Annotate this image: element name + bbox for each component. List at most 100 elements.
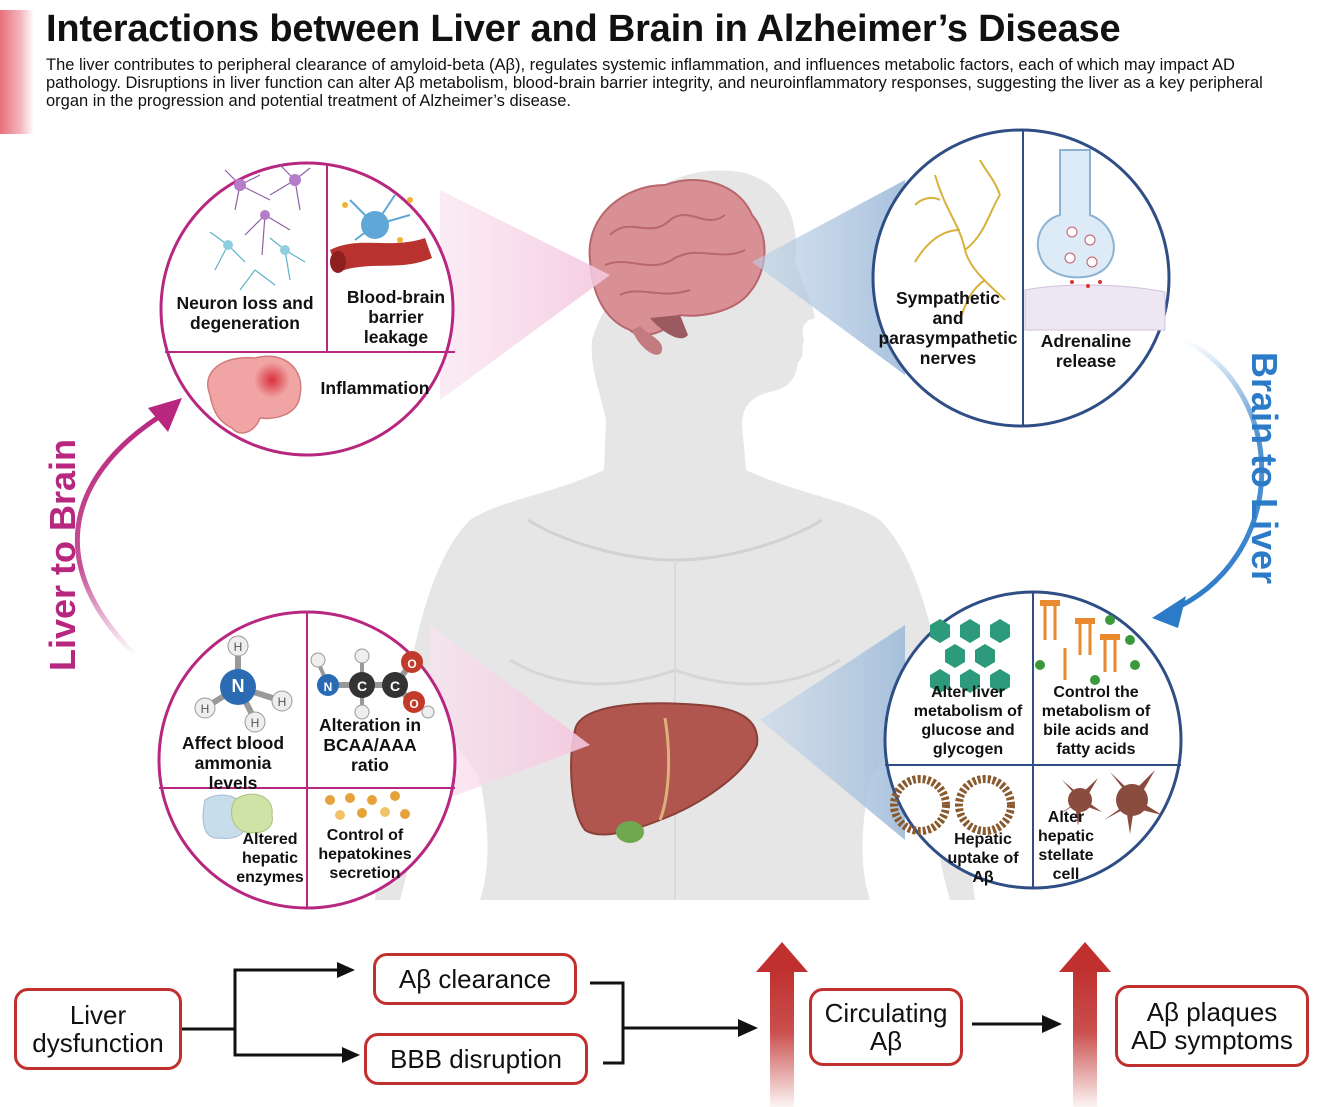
stellate-cell-label: Alter hepatic stellate cell xyxy=(1038,808,1094,884)
hepatic-uptake-label: Hepatic uptake of Aβ xyxy=(947,830,1018,887)
glucose-line-1: Alter liver xyxy=(931,684,1005,701)
nerves-line-1: Sympathetic xyxy=(895,288,1001,308)
bile-line-2: metabolism of xyxy=(1041,703,1151,720)
figure-description: The liver contributes to peripheral clea… xyxy=(46,56,1263,110)
glucose-line-3: glucose and xyxy=(921,722,1015,739)
brain-to-liver-arrowhead xyxy=(1152,596,1186,628)
nerve-branches-icon xyxy=(914,159,1006,321)
hepatokines-line-1: Control of xyxy=(326,827,404,844)
brain-effects-circle xyxy=(159,161,455,457)
hepatokines-label: Control of hepatokines secretion xyxy=(318,826,411,883)
uptake-line-3: Aβ xyxy=(972,869,994,886)
amino-carbon-2-label: C xyxy=(389,678,401,694)
brain-to-liver-arrow xyxy=(1167,337,1265,615)
nerves-line-4: nerves xyxy=(919,348,977,368)
blood-vessel-icon xyxy=(330,194,432,273)
neuron-network-icon xyxy=(209,164,311,291)
circulating-line-2: Aβ xyxy=(869,1026,903,1056)
brain-to-liver-label: Brain to Liver xyxy=(1244,351,1285,585)
nerves-label: Sympathetic and parasympathetic nerves xyxy=(878,288,1017,368)
nerves-line-3: parasympathetic xyxy=(878,328,1018,348)
amino-carbon-1-label: C xyxy=(356,678,368,694)
brain-callout-left xyxy=(440,190,610,400)
uptake-line-1: Hepatic xyxy=(954,831,1012,848)
adrenaline-line-1: Adrenaline xyxy=(1040,331,1132,351)
ammonia-line-3: levels xyxy=(208,773,258,793)
bile-line-4: fatty acids xyxy=(1056,741,1136,758)
bile-fatty-acids-label: Control the metabolism of bile acids and… xyxy=(1042,683,1150,759)
plaques-line-2: AD symptoms xyxy=(1131,1025,1293,1055)
glucose-line-4: glycogen xyxy=(932,741,1004,758)
bbb-leakage-line-1: Blood-brain xyxy=(346,287,446,307)
synapse-icon xyxy=(1024,149,1166,331)
bcaa-line-2: BCAA/AAA xyxy=(323,735,417,755)
amino-acid-molecule-icon xyxy=(310,648,435,720)
inflammation-label: Inflammation xyxy=(320,378,430,398)
ammonia-hydrogen-top-label: H xyxy=(233,640,243,654)
glycogen-hexagons-icon xyxy=(930,619,1010,693)
flowchart-connectors xyxy=(181,968,1045,1065)
liver-callout-left xyxy=(430,625,590,805)
liver-illustration xyxy=(570,702,759,843)
adrenaline-label: Adrenaline release xyxy=(1041,331,1131,371)
bcaa-label: Alteration in BCAA/AAA ratio xyxy=(319,715,421,775)
amino-nitrogen-label: N xyxy=(323,680,333,694)
figure-title: Interactions between Liver and Brain in … xyxy=(46,8,1121,50)
increase-arrow-plaques xyxy=(1059,942,1111,1107)
fatty-acids-icon xyxy=(1035,600,1140,685)
stellate-line-2: hepatic xyxy=(1037,828,1095,845)
bbb-disruption-box: BBB disruption xyxy=(364,1033,588,1085)
enzyme-blobs-icon xyxy=(202,793,273,839)
bcaa-line-1: Alteration in xyxy=(318,715,422,735)
enzymes-line-2: hepatic xyxy=(241,850,298,867)
glucose-glycogen-label: Alter liver metabolism of glucose and gl… xyxy=(914,683,1022,759)
liver-dysfunction-box: Liver dysfunction xyxy=(14,988,182,1070)
increase-arrow-circulating xyxy=(756,942,808,1107)
amino-oxygen-1-label: O xyxy=(407,657,417,671)
bbb-leakage-line-3: leakage xyxy=(363,327,429,347)
liver-dysfunction-line-1: Liver xyxy=(69,1000,127,1030)
hepatokines-line-3: secretion xyxy=(329,865,401,882)
liver-to-brain-arrow xyxy=(74,407,172,657)
liver-to-brain-label: Liver to Brain xyxy=(42,438,83,672)
neuron-loss-label: Neuron loss and degeneration xyxy=(176,293,313,333)
enzymes-line-1: Altered xyxy=(242,831,298,848)
neuron-loss-line-1: Neuron loss and xyxy=(176,293,314,313)
stellate-line-4: cell xyxy=(1052,866,1080,883)
plaques-line-1: Aβ plaques xyxy=(1146,997,1278,1027)
enzymes-line-3: enzymes xyxy=(236,869,304,886)
hepatokine-dots-icon xyxy=(325,791,410,820)
ammonia-label: Affect blood ammonia levels xyxy=(182,733,284,793)
liver-to-brain-arrowhead xyxy=(148,398,182,432)
brain-callout-right xyxy=(752,180,905,375)
liver-effects-circle xyxy=(157,610,457,910)
glucose-line-2: metabolism of xyxy=(913,703,1023,720)
stellate-line-1: Alter xyxy=(1047,809,1085,826)
stellate-line-3: stellate xyxy=(1038,847,1094,864)
ammonia-hydrogen-left-label: H xyxy=(200,702,210,716)
ammonia-line-2: ammonia xyxy=(194,753,272,773)
bcaa-line-3: ratio xyxy=(351,755,389,775)
ammonia-line-1: Affect blood xyxy=(181,733,285,753)
circulating-line-1: Circulating xyxy=(824,998,948,1028)
liver-callout-right xyxy=(760,625,905,840)
ammonia-molecule-icon xyxy=(194,635,293,733)
title-accent-bar xyxy=(0,10,34,134)
bile-line-3: bile acids and xyxy=(1043,722,1149,739)
ammonia-hydrogen-bottom-label: H xyxy=(250,716,260,730)
liver-dysfunction-line-2: dysfunction xyxy=(32,1028,164,1058)
brain-signals-circle xyxy=(871,128,1171,428)
nerves-line-2: and xyxy=(932,308,964,328)
circulating-ab-box: Circulating Aβ xyxy=(809,988,963,1066)
stellate-cell-icon xyxy=(1058,770,1162,834)
amyloid-uptake-icon xyxy=(890,775,1015,835)
ab-plaques-box: Aβ plaques AD symptoms xyxy=(1115,985,1309,1067)
hepatic-enzymes-label: Altered hepatic enzymes xyxy=(236,830,304,887)
bile-line-1: Control the xyxy=(1053,684,1139,701)
adrenaline-line-2: release xyxy=(1055,351,1117,371)
ammonia-nitrogen-label: N xyxy=(231,676,245,696)
bbb-leakage-line-2: barrier xyxy=(368,307,424,327)
bbb-leakage-label: Blood-brain barrier leakage xyxy=(347,287,445,347)
